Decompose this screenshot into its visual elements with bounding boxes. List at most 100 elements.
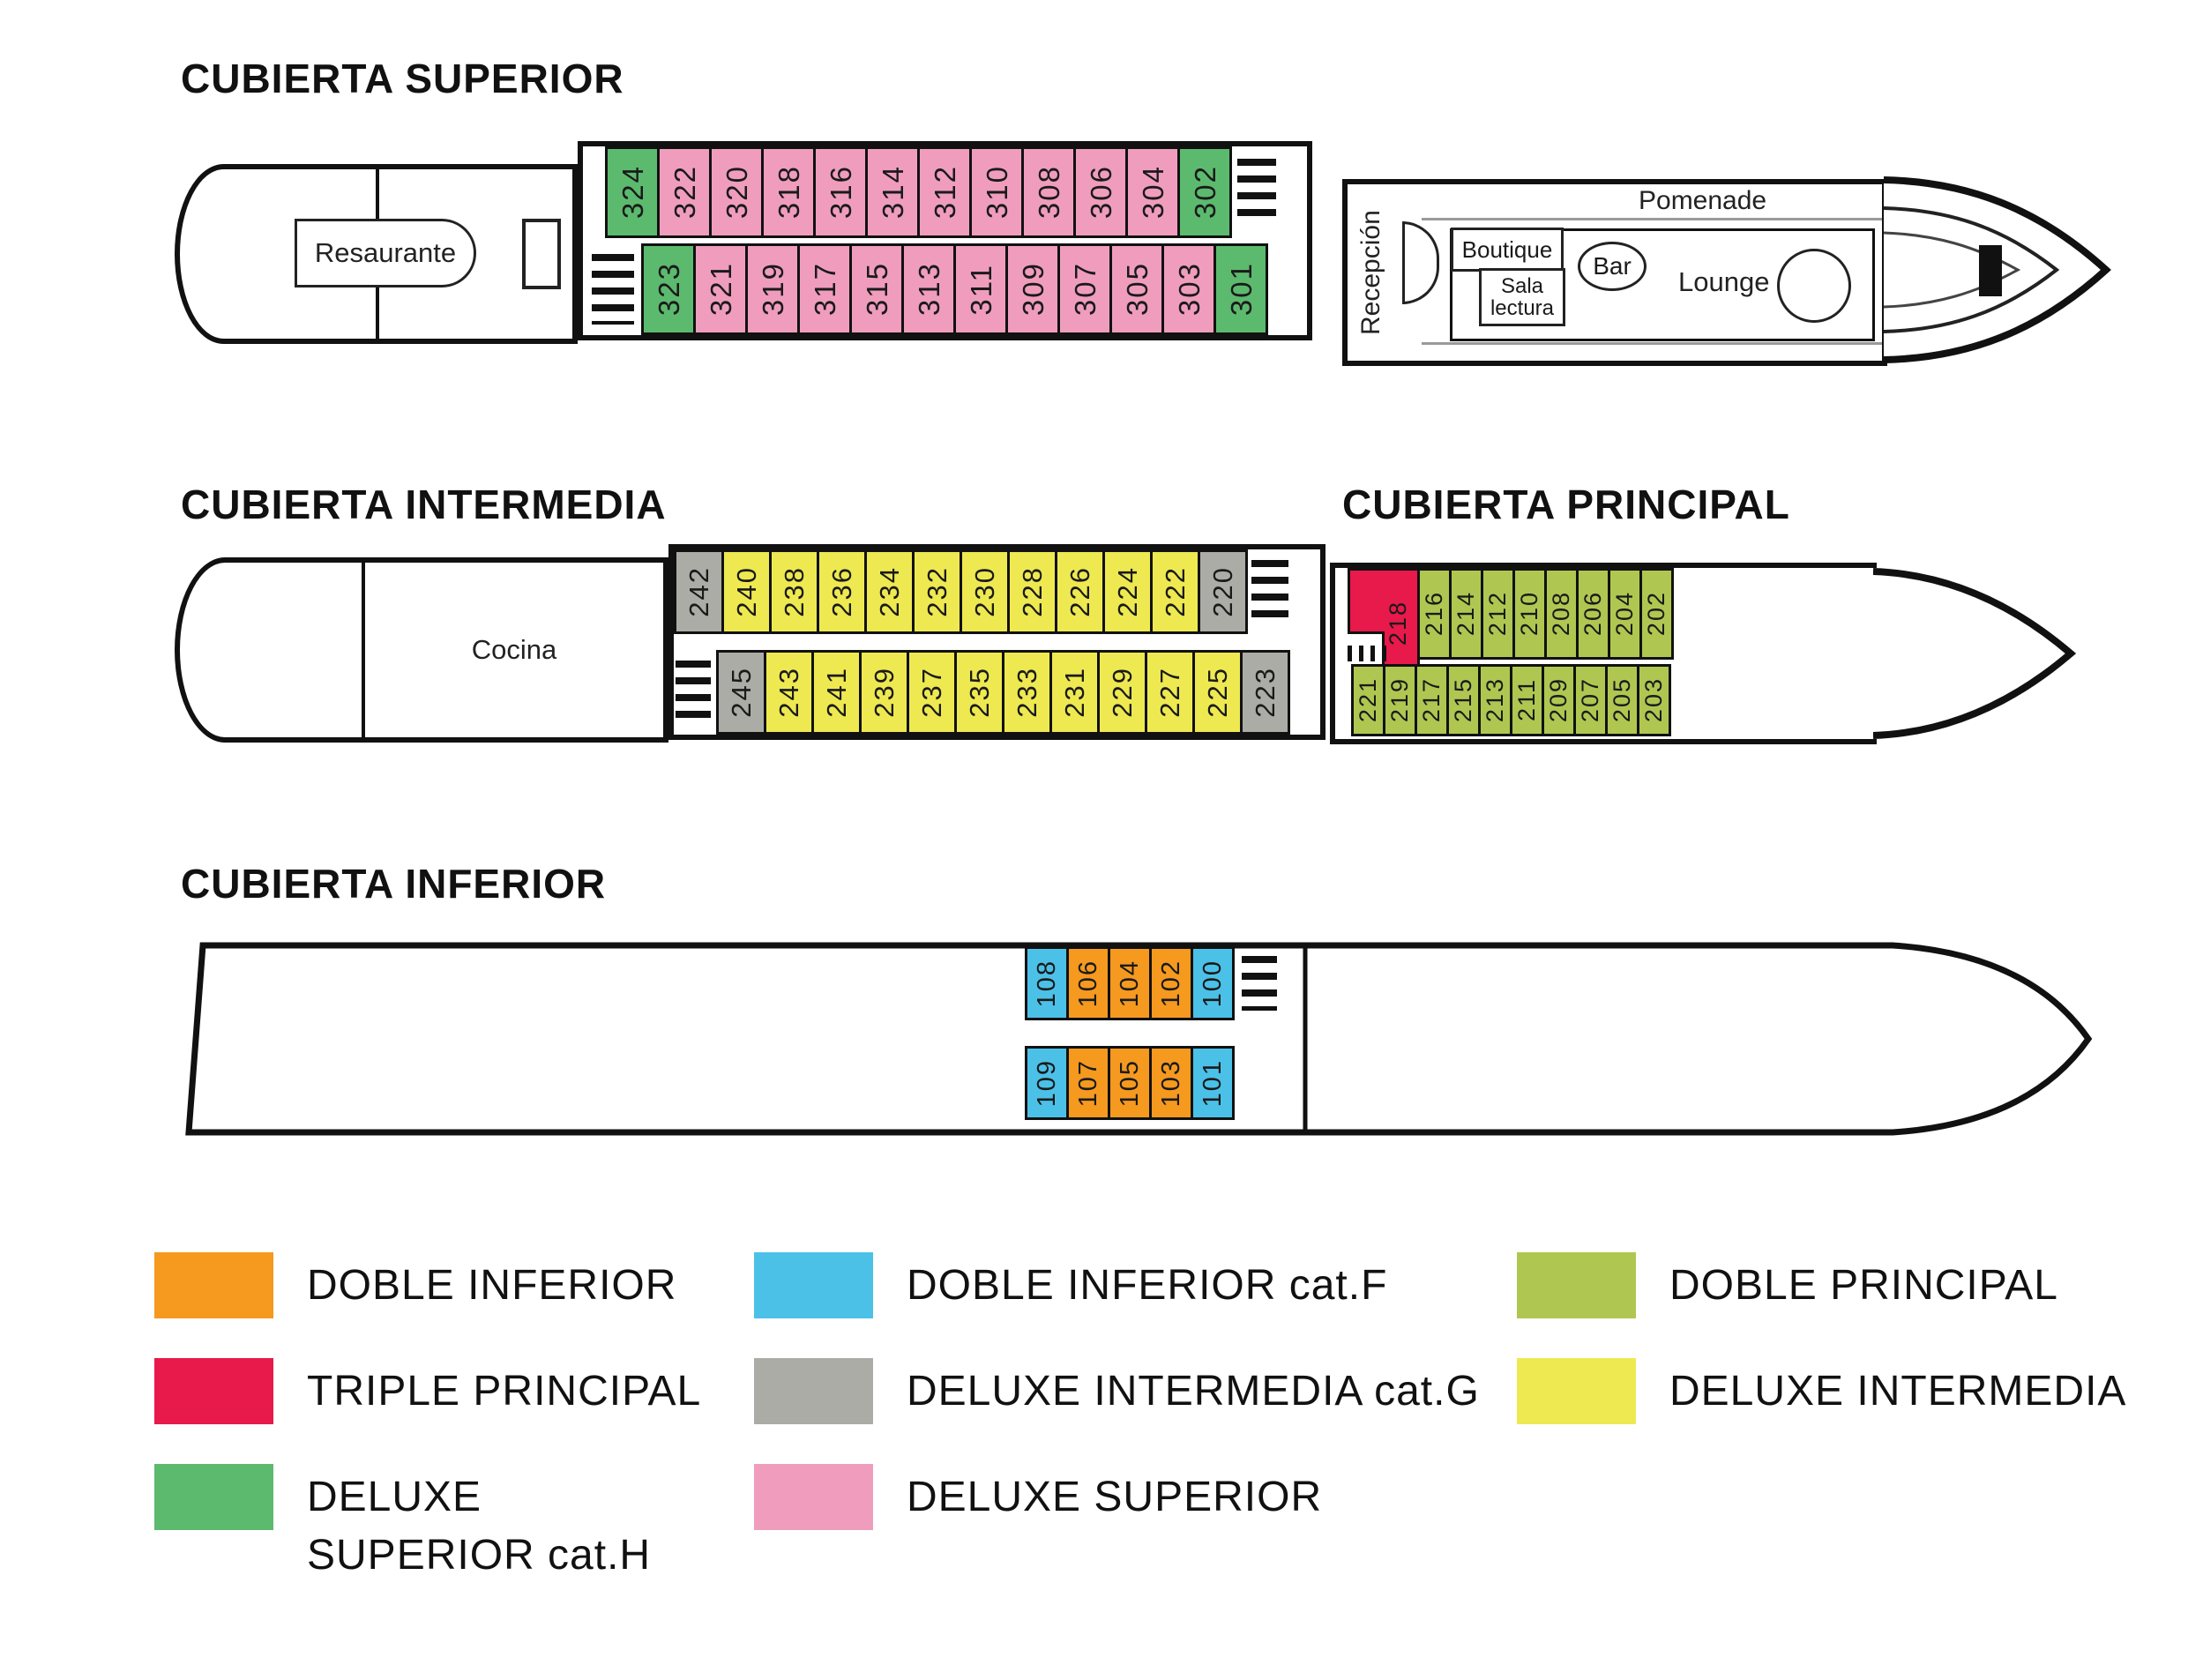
cabin-number: 322	[668, 165, 701, 220]
cabin-number: 215	[1450, 677, 1476, 723]
cabin-211: 211	[1510, 664, 1544, 736]
cabin-number: 219	[1386, 677, 1413, 723]
cabin-number: 245	[726, 667, 757, 718]
legend-label: DELUXE SUPERIOR	[907, 1474, 1323, 1520]
cabin-229: 229	[1097, 650, 1147, 735]
cabin-318: 318	[761, 146, 816, 238]
cabin-number: 225	[1202, 667, 1233, 718]
cabin-312: 312	[917, 146, 972, 238]
cabin-217: 217	[1415, 664, 1449, 736]
cabin-number: 320	[720, 165, 753, 220]
bar-area: Bar	[1578, 242, 1647, 291]
legend-item-doble-inferior-f: DOBLE INFERIOR cat.F	[754, 1252, 1480, 1318]
cabin-number: 230	[969, 566, 1000, 617]
cabin-number: 216	[1421, 591, 1447, 637]
cabin-number: 108	[1032, 959, 1061, 1008]
cabin-315: 315	[849, 243, 904, 335]
cabin-number: 234	[874, 566, 905, 617]
legend-label: DELUXE	[307, 1474, 482, 1520]
cabin-number: 239	[869, 667, 900, 718]
cabin-number: 228	[1017, 566, 1048, 617]
cabin-205: 205	[1605, 664, 1639, 736]
cabin-304: 304	[1125, 146, 1180, 238]
legend-column-3: DOBLE PRINCIPAL DELUXE INTERMEDIA	[1517, 1252, 2126, 1464]
bar-label: Bar	[1593, 252, 1632, 280]
cabin-number: 310	[980, 165, 1013, 220]
cabin-227: 227	[1145, 650, 1195, 735]
legend-column-2: DOBLE INFERIOR cat.F DELUXE INTERMEDIA c…	[754, 1252, 1480, 1570]
cabin-number: 235	[964, 667, 995, 718]
promenade-label: Pomenade	[1639, 186, 1767, 215]
legend-swatch-doble-inferior	[154, 1252, 273, 1318]
title-cubierta-principal: CUBIERTA PRINCIPAL	[1342, 482, 1790, 527]
legend-label: DELUXE INTERMEDIA cat.G	[907, 1368, 1480, 1415]
cabin-number: 209	[1545, 677, 1572, 723]
cabin-number: 100	[1198, 959, 1227, 1008]
cabin-238: 238	[769, 549, 819, 634]
cabin-number: 227	[1154, 667, 1185, 718]
cabin-number: 323	[652, 262, 685, 317]
cabin-number: 313	[912, 262, 945, 317]
legend-label: DOBLE INFERIOR cat.F	[907, 1262, 1388, 1309]
cabin-104: 104	[1108, 946, 1152, 1020]
cabin-102: 102	[1149, 946, 1193, 1020]
legend-item-doble-inferior: DOBLE INFERIOR	[154, 1252, 701, 1318]
stairs-icon	[676, 661, 711, 724]
cabin-316: 316	[813, 146, 868, 238]
cabin-number: 321	[704, 262, 737, 317]
cabin-109: 109	[1025, 1046, 1069, 1120]
lounge-room: Boutique Sala lectura Bar Lounge	[1450, 228, 1875, 341]
cabin-208: 208	[1544, 568, 1579, 660]
boutique-room: Boutique	[1451, 228, 1564, 272]
cabin-231: 231	[1049, 650, 1100, 735]
cabin-309: 309	[1005, 243, 1060, 335]
cabin-number: 103	[1156, 1058, 1185, 1108]
cabin-103: 103	[1149, 1046, 1193, 1120]
stairs-icon	[1237, 159, 1276, 226]
cabin-number: 324	[616, 165, 649, 220]
cabin-number: 302	[1188, 165, 1221, 220]
cabin-number: 208	[1548, 591, 1574, 637]
boutique-label: Boutique	[1461, 235, 1553, 263]
cabin-243: 243	[764, 650, 814, 735]
cabin-number: 223	[1250, 667, 1281, 718]
cabin-number: 220	[1207, 566, 1238, 617]
cabin-322: 322	[657, 146, 712, 238]
cabin-number: 107	[1073, 1058, 1102, 1108]
cabin-222: 222	[1150, 549, 1200, 634]
legend-item-deluxe-intermedia-g: DELUXE INTERMEDIA cat.G	[754, 1358, 1480, 1424]
cabin-305: 305	[1109, 243, 1164, 335]
legend-label: SUPERIOR cat.H	[307, 1532, 652, 1579]
cabin-number: 101	[1198, 1058, 1227, 1108]
cabin-number: 105	[1115, 1058, 1144, 1108]
cabin-107: 107	[1066, 1046, 1110, 1120]
reception-label: Recepción	[1356, 210, 1385, 335]
cabin-207: 207	[1573, 664, 1608, 736]
legend-item-triple-principal: TRIPLE PRINCIPAL	[154, 1358, 701, 1424]
legend-swatch-doble-inferior-f	[754, 1252, 873, 1318]
cabin-number: 204	[1611, 591, 1638, 637]
wall-divider	[362, 563, 365, 737]
cabin-203: 203	[1637, 664, 1671, 736]
cabin-221: 221	[1351, 664, 1385, 736]
principal-bow-outline	[1873, 568, 2077, 739]
cabin-233: 233	[1002, 650, 1052, 735]
cabin-number: 210	[1516, 591, 1542, 637]
cabin-213: 213	[1478, 664, 1512, 736]
title-cubierta-superior: CUBIERTA SUPERIOR	[181, 56, 624, 101]
cabin-number: 316	[824, 165, 857, 220]
cabin-319: 319	[745, 243, 800, 335]
lounge-label: Lounge	[1678, 266, 1770, 297]
cabin-number: 226	[1064, 566, 1095, 617]
cabin-308: 308	[1021, 146, 1076, 238]
cabin-number: 217	[1418, 677, 1445, 723]
